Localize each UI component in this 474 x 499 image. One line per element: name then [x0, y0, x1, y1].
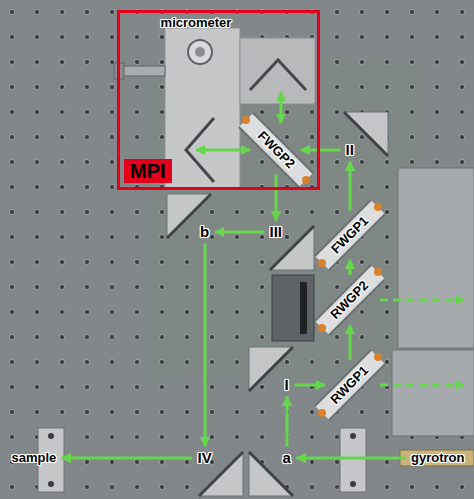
grid-housing [398, 168, 474, 348]
screw [350, 481, 356, 487]
roof-mirror [250, 60, 306, 90]
grid-end [318, 409, 326, 417]
gyrotron-output [400, 450, 474, 466]
part-label-box: micrometer [158, 15, 235, 31]
roof-mirror-mount [240, 38, 315, 104]
wire-grid-label: RWGP2 [327, 277, 373, 323]
node-text: RWGP1 [328, 363, 372, 407]
node-text: III [270, 224, 283, 241]
mirror-label: I [282, 376, 293, 395]
node-text: a [283, 450, 292, 467]
wire-grid [322, 357, 378, 413]
node-text: sample [12, 451, 57, 465]
wire-grid [246, 120, 306, 180]
mirror-mounts [167, 112, 388, 496]
beam-path [301, 149, 341, 152]
mirror-label: III [267, 223, 286, 242]
stage-knob [188, 40, 212, 64]
wire-grid-label: FWGP2 [254, 128, 299, 173]
mpi-parts [114, 28, 315, 190]
block [272, 275, 314, 341]
grid-frame [322, 272, 378, 328]
mirror-label: IV [195, 449, 216, 468]
housings [272, 168, 474, 436]
grid-end [374, 353, 382, 361]
grid-frame [322, 357, 378, 413]
mpi-region: MPI FWGP2 [117, 10, 320, 190]
beam-path [349, 260, 352, 276]
beam-path [275, 175, 278, 221]
node-text: FWGP1 [329, 214, 372, 257]
translation-stage [165, 28, 240, 190]
screw [48, 433, 54, 439]
grid-end [318, 259, 326, 267]
node-text: RWGP2 [328, 278, 372, 322]
node-text: b [200, 224, 210, 241]
grid-housing [392, 350, 474, 436]
dashed-beam [380, 384, 464, 387]
node-text: gyrotron [411, 451, 465, 465]
node-text: IV [198, 450, 213, 467]
port-label: sample [9, 450, 60, 467]
screw [48, 481, 54, 487]
wire-grid [322, 272, 378, 328]
mirror-label: a [280, 449, 295, 468]
stage-knob-center [195, 47, 205, 57]
port-label: gyrotron [408, 450, 468, 467]
grid-end [242, 116, 250, 124]
grid-end [374, 268, 382, 276]
node-text: MPI [124, 159, 172, 183]
wire-grid [322, 207, 378, 263]
node-text: I [285, 377, 290, 394]
wire-grids [318, 203, 382, 417]
wire-grid-label: FWGP1 [328, 213, 373, 258]
micrometer-barrel [122, 66, 165, 76]
wire-grid-label: RWGP1 [327, 362, 373, 408]
beam-path [349, 162, 352, 211]
node-text: FWGP2 [255, 129, 298, 172]
ports [38, 428, 474, 492]
dashed-beam [380, 299, 464, 302]
beam-path [295, 384, 326, 387]
beam-path [297, 457, 407, 460]
grid-frame [246, 120, 306, 180]
beam-path [204, 244, 207, 447]
transmitted-beams [380, 300, 464, 385]
beam-path [62, 457, 193, 460]
beam-path [215, 231, 265, 234]
beam-path [349, 325, 352, 360]
beam-arm [196, 149, 250, 152]
grid-end [318, 324, 326, 332]
gyrotron-holder [340, 428, 366, 492]
slot [300, 282, 307, 334]
grid-end [302, 176, 310, 184]
beam-path [286, 397, 289, 447]
node-text: II [346, 142, 355, 159]
grid-end [374, 203, 382, 211]
beam-arm [280, 92, 283, 123]
mirror-label: b [197, 223, 213, 242]
mirror-label: II [343, 141, 358, 160]
part-label: micrometer [161, 16, 232, 30]
screw [350, 433, 356, 439]
grid-frame [322, 207, 378, 263]
